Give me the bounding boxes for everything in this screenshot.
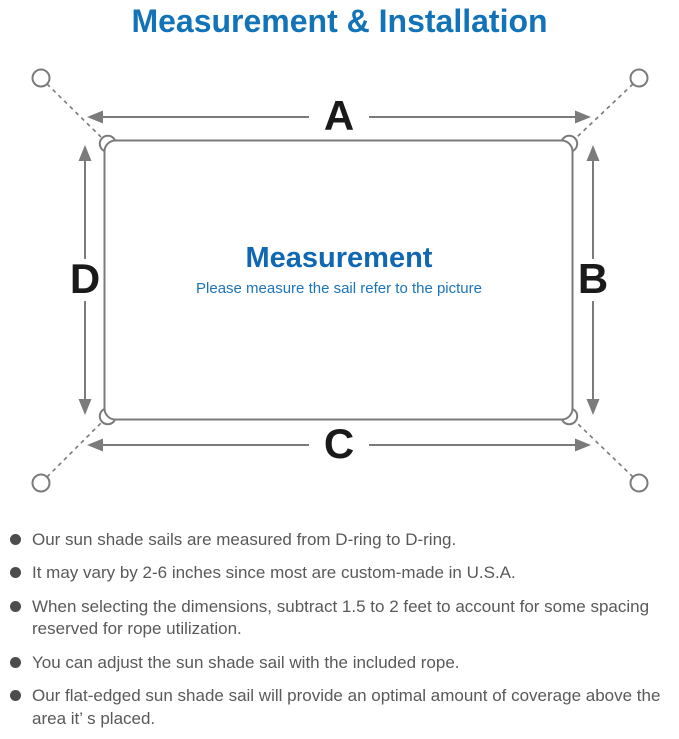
rope-dashed-top-right <box>576 83 634 138</box>
anchor-ring-top-right <box>629 68 649 88</box>
notes-list: Our sun shade sails are measured from D-… <box>0 529 679 739</box>
note-text: You can adjust the sun shade sail with t… <box>32 652 460 672</box>
note-item: It may vary by 2-6 inches since most are… <box>10 562 672 584</box>
note-text: Our sun shade sails are measured from D-… <box>32 530 457 549</box>
sail-diagram-canvas <box>31 68 649 493</box>
center-subtitle: Please measure the sail refer to the pic… <box>196 280 482 298</box>
dimension-label-a: A <box>323 92 355 140</box>
bullet-dot-icon <box>10 534 21 545</box>
note-text: Our flat-edged sun shade sail will provi… <box>32 686 661 728</box>
anchor-ring-bottom-right <box>629 473 649 493</box>
sail-center-text: Measurement Please measure the sail refe… <box>196 242 482 298</box>
sail-outline <box>103 139 574 421</box>
center-heading: Measurement <box>245 242 433 274</box>
rope-dashed-bottom-left <box>46 422 102 478</box>
note-item: Our flat-edged sun shade sail will provi… <box>10 685 672 730</box>
dimension-arrowheads <box>78 110 600 452</box>
bullet-dot-icon <box>10 567 21 579</box>
anchor-ring-bottom-left <box>31 473 51 493</box>
note-item: When selecting the dimensions, subtract … <box>10 596 672 641</box>
dimension-label-d: D <box>69 255 101 303</box>
note-text: It may vary by 2-6 inches since most are… <box>32 563 516 583</box>
rope-dashed-top-left <box>46 83 102 138</box>
note-item: Our sun shade sails are measured from D-… <box>10 529 672 551</box>
bullet-dot-icon <box>10 690 21 702</box>
bullet-dot-icon <box>10 656 21 668</box>
rope-dashed-bottom-right <box>576 422 634 478</box>
note-text: When selecting the dimensions, subtract … <box>32 596 650 639</box>
bullet-dot-icon <box>10 600 21 612</box>
dimension-label-b: B <box>577 255 609 303</box>
note-item: You can adjust the sun shade sail with t… <box>10 652 672 674</box>
anchor-ring-top-left <box>31 68 51 88</box>
page-title: Measurement & Installation <box>131 3 548 39</box>
dimension-label-c: C <box>323 420 355 468</box>
measurement-diagram: A B C D Measurement Please measure the s… <box>0 60 679 510</box>
